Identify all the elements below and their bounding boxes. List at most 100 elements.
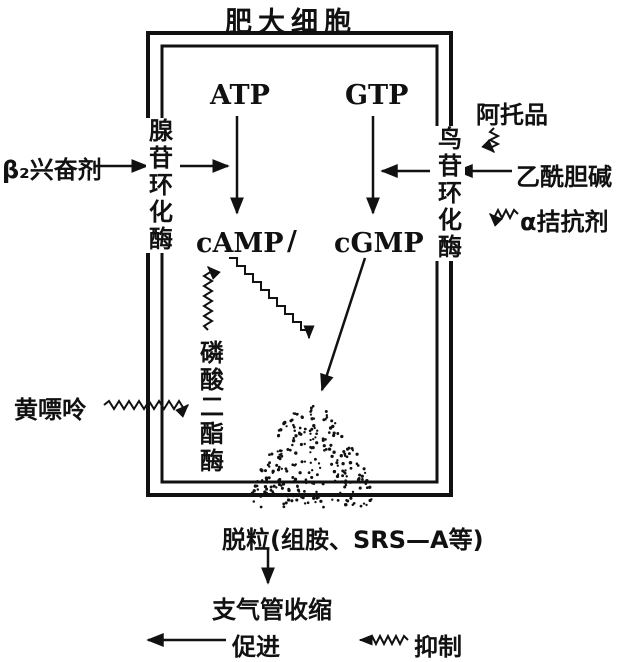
label-acetylcholine: 乙酰胆碱 [516,163,612,191]
granule-dot [324,417,327,421]
granule-dot [291,476,295,479]
granule-dot [284,467,288,471]
granule-dot [319,499,323,503]
granule-dot [276,468,281,472]
granule-dot [309,438,312,442]
granule-dot [327,431,331,434]
granule-dot [332,450,336,454]
granule-dot [290,499,294,503]
granule-dot [292,425,296,429]
granule-dot [256,480,259,483]
granule-dot [340,480,344,483]
granule-dot [322,505,325,509]
granule-dot [325,416,329,419]
granule-dot [277,429,281,432]
granule-dot [333,479,337,483]
granule-dot [277,434,280,438]
label-xanthine: 黄嘌呤 [14,396,86,424]
granule-dot [365,486,369,490]
granule-dot [357,477,361,480]
granule-dot [265,487,269,491]
granule-dot [297,490,301,493]
granule-dot [341,462,345,466]
granule-dot [293,477,298,481]
granule-dot [312,437,315,441]
granule-dot [264,476,269,480]
granule-dot [340,434,344,439]
granule-dot [265,491,268,495]
granule-dot [260,479,264,482]
granule-dot [282,502,286,506]
wavy-alpha [489,207,519,227]
granule-dot [299,442,303,447]
granule-dot [280,449,283,452]
granule-dot [303,502,307,505]
granule-dot [339,454,343,458]
granule-dot [284,501,288,505]
granule-dot [268,461,271,465]
granule-dot [291,443,294,447]
granule-dot [265,481,269,484]
label-slash: / [287,226,297,257]
granule-dot [332,431,336,435]
granule-dot [336,459,339,462]
granule-dot [316,429,319,432]
granule-dot [370,498,373,501]
granule-dot [329,443,333,447]
granule-dot [309,461,312,464]
granule-dot [285,425,288,428]
granule-dot [313,426,316,430]
granule-dot [278,456,282,460]
granule-dot [252,500,256,503]
granule-dot [259,495,263,498]
wavy-pde-camp [202,266,221,331]
granule-dot [303,430,306,434]
label-atp: ATP [210,80,270,111]
granule-dot [347,452,351,456]
granule-dot [318,466,322,470]
granule-dot [314,500,317,504]
granule-dot [311,469,314,472]
granule-dot [307,471,311,475]
granule-dot [335,461,339,465]
granule-dot [267,476,271,480]
granule-dot [364,482,368,485]
granule-dot [350,447,354,450]
granule-dot [294,451,298,455]
granule-dot [315,432,318,436]
granule-dot [358,473,362,477]
granule-dot [336,499,340,502]
membrane-outer [146,31,453,497]
label-alpha-antagonist: α拮抗剂 [520,208,609,236]
granule-dot [268,465,271,468]
granule-dot [256,488,260,491]
granule-dot [345,475,348,478]
granule-dot [321,482,325,486]
granule-dot [286,494,290,498]
granule-dot [346,499,350,503]
granule-dot [367,493,371,497]
granule-dot [292,436,295,440]
granule-dot [287,488,291,493]
granule-dot [298,471,302,475]
label-cgmp: cGMP [334,228,424,259]
granule-dot [259,505,263,509]
granule-dot [330,493,334,496]
granule-dot [365,478,369,483]
granule-dot [355,452,359,456]
granule-dot [327,447,332,451]
granule-dot [290,418,294,422]
granule-dot [268,453,271,456]
label-bronchoconstriction: 支气管收缩 [212,596,332,624]
granule-dot [348,480,352,484]
granule-dot [285,469,289,473]
granule-dot [351,503,355,506]
granule-dot [250,491,255,495]
granule-dot [252,489,256,493]
granule-dot [308,429,312,433]
granule-dot [317,462,321,465]
granule-dot [335,474,340,479]
granule-dot [312,482,316,485]
granule-dot [324,448,328,451]
